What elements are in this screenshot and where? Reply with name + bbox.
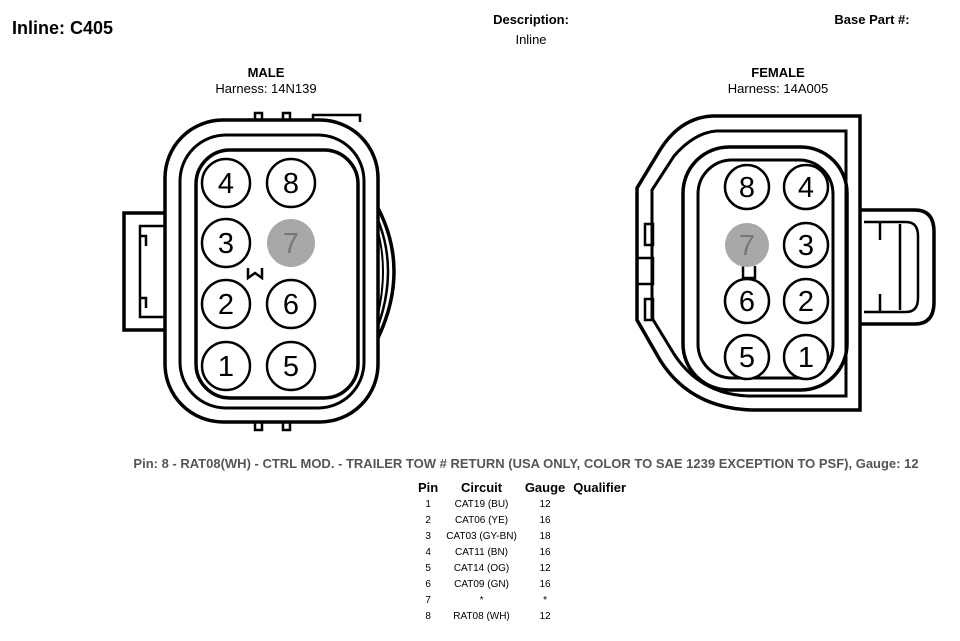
female-connector [635, 114, 936, 412]
female-pin-group: 8 4 7 3 6 2 5 1 [723, 163, 830, 381]
cell-pin: 2 [425, 514, 431, 526]
cell-pin: 8 [425, 610, 431, 622]
cell-gauge: 16 [539, 546, 551, 558]
cell-circuit: CAT11 (BN) [455, 546, 508, 558]
female-pin-1-circle [782, 333, 830, 381]
table-row: 5 CAT14 (OG) 12 [414, 560, 630, 576]
male-pin-5-label: 5 [283, 351, 299, 383]
cell-gauge: 12 [539, 610, 551, 622]
table-row: 3 CAT03 (GY-BN) 18 [414, 528, 630, 544]
header-qualifier: Qualifier [573, 480, 627, 495]
male-pin-2-label: 2 [218, 289, 234, 321]
female-pin-3-circle [782, 221, 830, 269]
male-pin-7-label: 7 [283, 228, 299, 260]
table-row: 2 CAT06 (YE) 16 [414, 512, 630, 528]
female-pin-7-label: 7 [739, 230, 755, 262]
male-pin-3-label: 3 [218, 228, 234, 260]
table-row: 6 CAT09 (GN) 16 [414, 576, 630, 592]
connector-title: Inline: C405 [12, 18, 114, 38]
female-pin-3-label: 3 [798, 230, 814, 262]
male-pin-1-label: 1 [218, 351, 234, 383]
header-gauge: Gauge [524, 480, 566, 495]
table-row: 8 RAT08 (WH) 12 [414, 608, 630, 624]
female-pin-2-circle [782, 277, 830, 325]
male-connector [122, 111, 396, 432]
female-pin-6-circle [723, 277, 771, 325]
cell-qualifier [569, 608, 630, 624]
female-pin-6-label: 6 [739, 286, 755, 318]
table-row: 1 CAT19 (BU) 12 [414, 496, 630, 512]
cell-qualifier [569, 544, 630, 560]
male-pin-8-label: 8 [283, 168, 299, 200]
header-pin: Pin [418, 480, 439, 495]
male-pin-8-circle [265, 157, 317, 209]
female-pin-5-label: 5 [739, 342, 755, 374]
cell-pin: 3 [425, 530, 431, 542]
cell-gauge: 16 [539, 578, 551, 590]
male-pin-1-circle [200, 340, 252, 392]
female-pin-5-circle [723, 333, 771, 381]
cell-circuit: CAT19 (BU) [454, 498, 509, 510]
cell-qualifier [569, 576, 630, 592]
description-value: Inline [515, 32, 547, 47]
cell-pin: 4 [425, 546, 431, 558]
cell-qualifier [569, 496, 630, 512]
male-pin-group: 4 8 3 7 2 6 1 5 [200, 157, 317, 392]
male-harness-label: Harness: 14N139 [215, 81, 317, 96]
cell-qualifier [569, 512, 630, 528]
pinout-rows: 1 CAT19 (BU) 12 2 CAT06 (YE) 16 3 CAT03 (GY-BN)… [414, 496, 630, 624]
male-pin-4-circle [200, 157, 252, 209]
cell-circuit: RAT08 (WH) [453, 610, 510, 622]
table-row: 7 * * [414, 592, 630, 608]
male-pin-6-label: 6 [283, 289, 299, 321]
female-pin-4-circle [782, 163, 830, 211]
table-row: 4 CAT11 (BN) 16 [414, 544, 630, 560]
female-pin-7-circle [725, 223, 769, 267]
female-pin-2-label: 2 [798, 286, 814, 318]
cell-circuit: CAT09 (GN) [454, 578, 509, 590]
cell-circuit: * [479, 594, 484, 606]
female-pin-1-label: 1 [798, 342, 814, 374]
cell-qualifier [569, 528, 630, 544]
male-pin-7-circle [267, 219, 315, 267]
pin-detail-line: Pin: 8 - RAT08(WH) - CTRL MOD. - TRAILER… [133, 456, 919, 471]
pinout-header-row: Pin Circuit Gauge Qualifier [414, 479, 630, 496]
cell-pin: 5 [425, 562, 431, 574]
cell-circuit: CAT14 (OG) [453, 562, 510, 574]
cell-gauge: 18 [539, 530, 551, 542]
cell-gauge: * [543, 594, 547, 606]
female-pin-8-circle [723, 163, 771, 211]
cell-pin: 7 [425, 594, 431, 606]
cell-circuit: CAT03 (GY-BN) [446, 530, 517, 542]
cell-gauge: 12 [539, 498, 551, 510]
cell-circuit: CAT06 (YE) [454, 514, 509, 526]
male-connector-title: MALE [247, 65, 285, 80]
description-label: Description: [493, 12, 569, 27]
male-pin-3-circle [200, 217, 252, 269]
male-pin-6-circle [265, 278, 317, 330]
cell-gauge: 16 [539, 514, 551, 526]
female-connector-title: FEMALE [751, 65, 805, 80]
female-pin-4-label: 4 [798, 172, 814, 204]
male-pin-4-label: 4 [218, 168, 234, 200]
cell-qualifier [569, 560, 630, 576]
female-harness-label: Harness: 14A005 [727, 81, 829, 96]
cell-pin: 6 [425, 578, 431, 590]
cell-qualifier [569, 592, 630, 608]
male-pin-5-circle [265, 340, 317, 392]
female-pin-8-label: 8 [739, 172, 755, 204]
male-pin-2-circle [200, 278, 252, 330]
base-part-label: Base Part #: [834, 12, 910, 27]
cell-pin: 1 [425, 498, 431, 510]
cell-gauge: 12 [539, 562, 551, 574]
header-circuit: Circuit [460, 480, 503, 495]
